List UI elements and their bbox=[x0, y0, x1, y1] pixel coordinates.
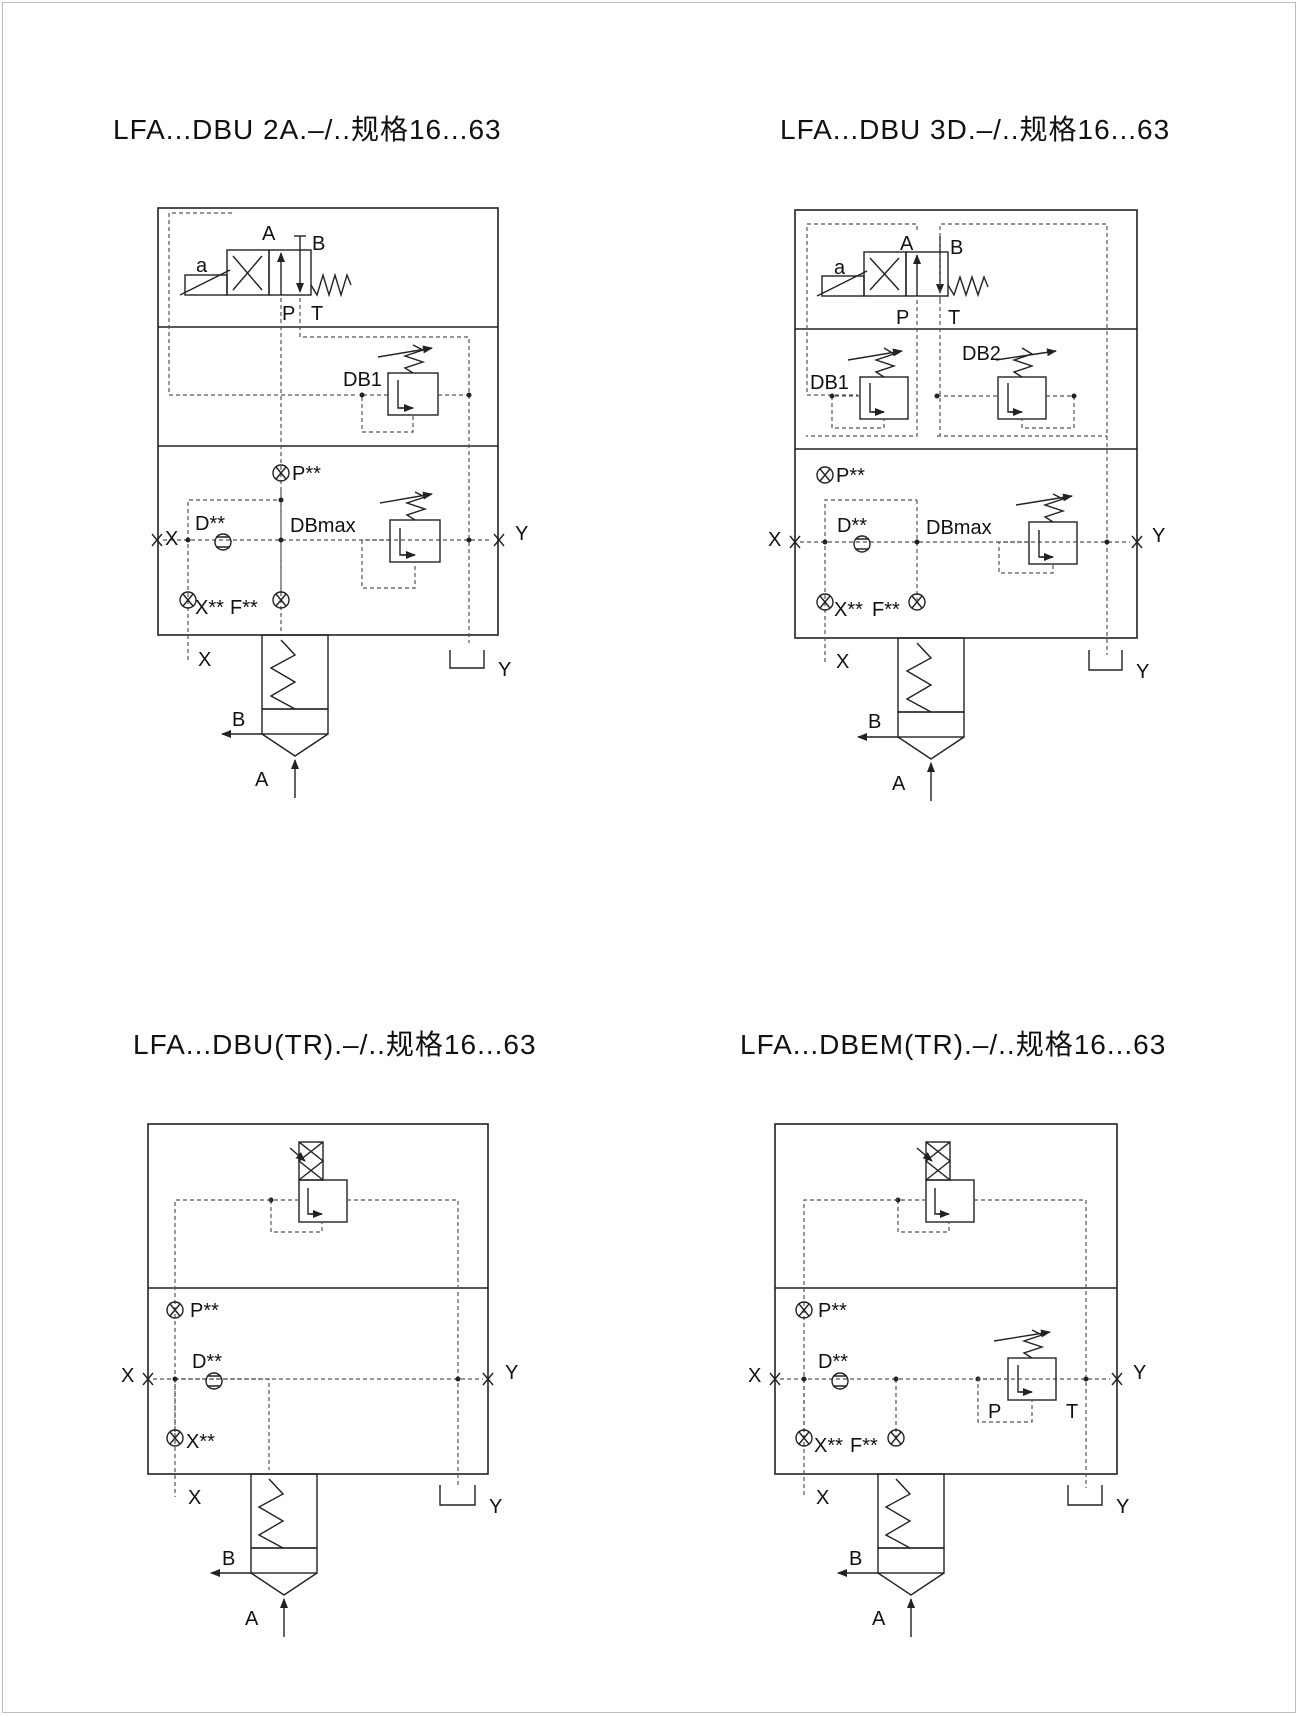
d1-relief-valve-db1 bbox=[359, 344, 472, 433]
d2-label-db1: DB1 bbox=[810, 372, 849, 394]
d1-body bbox=[157, 207, 499, 636]
title-diagram-1: LFA...DBU 2A.–/..规格16...63 bbox=[113, 114, 502, 145]
diagram-3: P** D** X** X Y X Y B A bbox=[121, 1123, 518, 1637]
d4-label-f-star: F** bbox=[850, 1435, 878, 1457]
d3-gauge-d bbox=[205, 1372, 223, 1390]
d2-label-A: A bbox=[900, 233, 914, 255]
d1-cartridge bbox=[221, 634, 329, 798]
d4-label-x-star: X** bbox=[814, 1435, 843, 1457]
d4-relief-valve-top bbox=[895, 1141, 975, 1233]
d4-body bbox=[774, 1123, 1118, 1475]
d2-label-b-port: B bbox=[868, 711, 881, 733]
d1-gauge-d bbox=[214, 533, 232, 551]
d2-gauge-f bbox=[908, 593, 926, 611]
d3-label-a-port: A bbox=[245, 1608, 259, 1630]
title-diagram-4: LFA...DBEM(TR).–/..规格16...63 bbox=[740, 1029, 1167, 1060]
d1-label-d-star: D** bbox=[195, 513, 225, 535]
d1-label-db1: DB1 bbox=[343, 369, 382, 391]
d4-label-T: T bbox=[1066, 1401, 1078, 1423]
d2-label-x-bottom: X bbox=[836, 651, 849, 673]
d2-relief-valve-db2 bbox=[934, 347, 1077, 429]
d1-label-y-bottom: Y bbox=[498, 659, 511, 681]
d3-label-y-port: Y bbox=[505, 1362, 518, 1384]
d3-label-b-port: B bbox=[222, 1548, 235, 1570]
d2-label-db2: DB2 bbox=[962, 343, 1001, 365]
d1-label-x-bottom: X bbox=[198, 649, 211, 671]
diagram-2: a A B P T DB1 bbox=[768, 209, 1165, 801]
d1-label-p-star: P** bbox=[292, 463, 321, 485]
d4-gauge-f bbox=[887, 1429, 905, 1447]
d4-label-p-star: P** bbox=[818, 1300, 847, 1322]
d2-gauge-x bbox=[816, 593, 834, 611]
d3-body bbox=[147, 1123, 489, 1475]
d1-label-b-port: B bbox=[232, 709, 245, 731]
d1-gauge-p bbox=[272, 464, 290, 482]
d2-gauge-p bbox=[816, 466, 834, 484]
title-diagram-3: LFA...DBU(TR).–/..规格16...63 bbox=[133, 1029, 537, 1060]
d1-label-A: A bbox=[262, 223, 276, 245]
d2-label-y-bottom: Y bbox=[1136, 661, 1149, 683]
d3-label-x-star: X** bbox=[186, 1431, 215, 1453]
d1-label-x-star: X** bbox=[195, 597, 224, 619]
d3-label-d-star: D** bbox=[192, 1351, 222, 1373]
d2-label-f-star: F** bbox=[872, 599, 900, 621]
d2-gauge-d bbox=[853, 535, 871, 553]
d1-relief-valve-dbmax bbox=[361, 491, 441, 589]
d2-label-p-star: P** bbox=[836, 465, 865, 487]
d2-label-y-port: Y bbox=[1152, 525, 1165, 547]
d1-directional-valve bbox=[179, 235, 352, 298]
d4-label-b-port: B bbox=[849, 1548, 862, 1570]
d3-cartridge bbox=[210, 1473, 318, 1637]
d3-gauge-p bbox=[166, 1301, 184, 1319]
d1-label-a: a bbox=[196, 255, 208, 277]
d4-label-a-port: A bbox=[872, 1608, 886, 1630]
d4-gauge-p bbox=[795, 1301, 813, 1319]
d2-label-dbmax: DBmax bbox=[926, 517, 992, 539]
d2-relief-valve-dbmax bbox=[998, 493, 1078, 574]
title-diagram-2: LFA...DBU 3D.–/..规格16...63 bbox=[780, 114, 1171, 145]
d1-label-P: P bbox=[282, 303, 295, 325]
d3-label-y-bottom: Y bbox=[489, 1496, 502, 1518]
d4-label-y-bottom: Y bbox=[1116, 1496, 1129, 1518]
d2-relief-valve-db1 bbox=[829, 347, 909, 429]
diagram-4: P T P** D** X** F** X Y X Y B A bbox=[748, 1123, 1146, 1637]
diagram-1: a A B P T DB1 bbox=[151, 207, 528, 798]
d4-label-x-bottom: X bbox=[816, 1487, 829, 1509]
d4-cartridge bbox=[837, 1473, 945, 1637]
d4-relief-valve-main bbox=[977, 1329, 1057, 1423]
d2-label-B: B bbox=[950, 237, 963, 259]
d3-label-x-bottom: X bbox=[188, 1487, 201, 1509]
d2-label-a: a bbox=[834, 257, 846, 279]
d4-label-P: P bbox=[988, 1401, 1001, 1423]
d1-gauge-f bbox=[272, 591, 290, 609]
d3-relief-valve bbox=[268, 1141, 348, 1233]
d1-gauge-x bbox=[179, 591, 197, 609]
d1-label-y-port: Y bbox=[515, 523, 528, 545]
d1-label-dbmax: DBmax bbox=[290, 515, 356, 537]
d4-gauge-d bbox=[831, 1372, 849, 1390]
d1-label-x-port: X bbox=[165, 528, 178, 550]
d2-cartridge bbox=[857, 637, 965, 801]
d2-label-x-star: X** bbox=[834, 599, 863, 621]
d4-label-y-port: Y bbox=[1133, 1362, 1146, 1384]
d1-label-a-port: A bbox=[255, 769, 269, 791]
d2-label-P: P bbox=[896, 307, 909, 329]
d4-label-x-port: X bbox=[748, 1365, 761, 1387]
d2-body bbox=[794, 209, 1138, 639]
d1-label-B: B bbox=[312, 233, 325, 255]
d3-label-p-star: P** bbox=[190, 1300, 219, 1322]
d1-label-T: T bbox=[311, 303, 323, 325]
d3-gauge-x bbox=[166, 1429, 184, 1447]
d4-gauge-x bbox=[795, 1429, 813, 1447]
d2-label-x-port: X bbox=[768, 529, 781, 551]
d2-label-d-star: D** bbox=[837, 515, 867, 537]
d4-label-d-star: D** bbox=[818, 1351, 848, 1373]
d2-label-a-port: A bbox=[892, 773, 906, 795]
d3-label-x-port: X bbox=[121, 1365, 134, 1387]
d1-label-f-star: F** bbox=[230, 597, 258, 619]
d2-label-T: T bbox=[948, 307, 960, 329]
